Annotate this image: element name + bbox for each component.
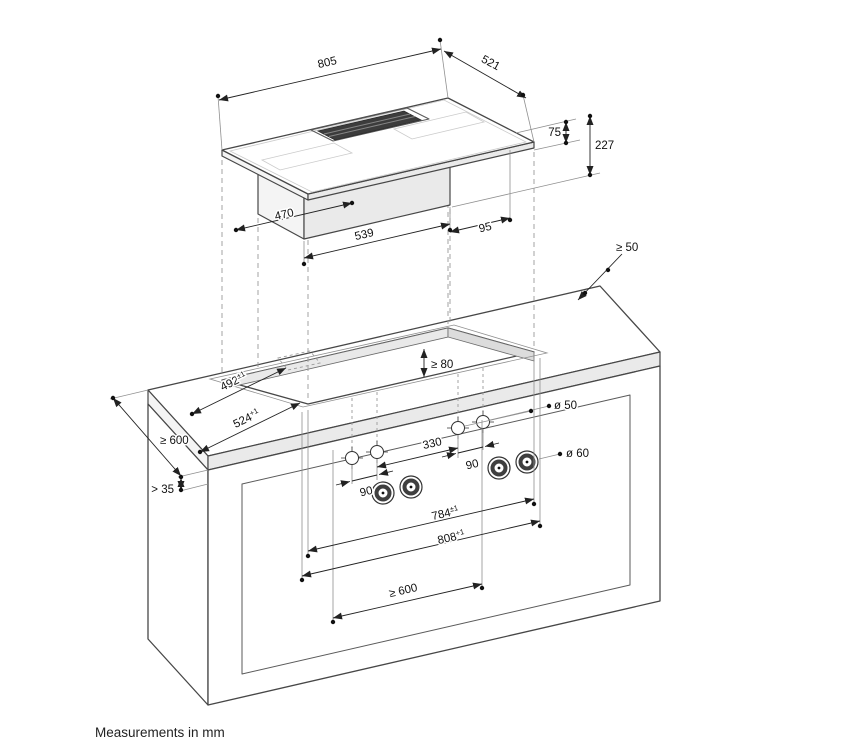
dimension-lines bbox=[112, 47, 623, 620]
ext-height-mid bbox=[533, 139, 581, 151]
ref-dot bbox=[330, 619, 336, 625]
measurements-note: Measurements in mm bbox=[95, 725, 225, 740]
dim-90-left-arrow-b bbox=[378, 468, 394, 476]
ext-hole50-b bbox=[489, 405, 550, 421]
label-95: 95 bbox=[478, 221, 493, 236]
cooking-zone-left bbox=[260, 142, 354, 171]
label-805: 805 bbox=[317, 55, 338, 71]
duct-outline-dashed bbox=[277, 350, 321, 371]
knob-3 bbox=[487, 456, 511, 480]
ref-dot bbox=[520, 92, 526, 98]
dim-90-right bbox=[457, 446, 484, 454]
knob-ring bbox=[518, 453, 536, 471]
ref-dot bbox=[178, 474, 184, 480]
knob-center bbox=[381, 491, 385, 495]
dim-470 bbox=[235, 201, 353, 232]
ext-height-bottom bbox=[451, 172, 601, 208]
ref-dot bbox=[215, 93, 221, 99]
ref-dot bbox=[233, 227, 239, 233]
vent-grille-slat-1 bbox=[323, 113, 411, 135]
hob bbox=[221, 97, 535, 201]
label-90-left: 90 bbox=[359, 485, 374, 500]
label-35: > 35 bbox=[151, 484, 174, 496]
ref-dot bbox=[301, 261, 307, 267]
drill-circle bbox=[451, 421, 465, 435]
dim-90-left bbox=[351, 474, 378, 482]
knob-ring bbox=[490, 459, 508, 477]
label-600-left: ≥ 600 bbox=[160, 435, 189, 447]
dim-524 bbox=[199, 402, 301, 453]
ref-dot bbox=[178, 487, 184, 493]
vent-grille-slat-2 bbox=[328, 116, 416, 137]
label-hole-50: ø 50 bbox=[554, 400, 577, 412]
drill-mark-3 bbox=[447, 417, 469, 439]
ref-dot bbox=[437, 37, 443, 43]
label-75: 75 bbox=[548, 127, 561, 139]
reference-dots bbox=[110, 37, 611, 625]
ref-dot bbox=[197, 449, 203, 455]
label-227: 227 bbox=[595, 140, 614, 152]
ref-dot bbox=[537, 523, 543, 529]
ref-dot bbox=[299, 577, 305, 583]
dim-600-bottom bbox=[332, 582, 483, 620]
ref-dot bbox=[605, 267, 611, 273]
vent-grille-frame bbox=[310, 107, 430, 142]
knob-2 bbox=[399, 475, 423, 499]
knob-ring bbox=[402, 478, 420, 496]
label-539: 539 bbox=[354, 227, 375, 243]
dim-90-right-arrow-a bbox=[441, 452, 457, 460]
ref-dot bbox=[587, 113, 593, 119]
knob-center bbox=[409, 485, 413, 489]
ref-dot bbox=[349, 200, 355, 206]
knob-4 bbox=[515, 450, 539, 474]
dim-330 bbox=[376, 446, 459, 469]
ref-dot bbox=[531, 501, 537, 507]
dim-90-right-arrow-b bbox=[484, 440, 500, 448]
drill-circle bbox=[345, 451, 359, 465]
ref-dot bbox=[305, 553, 311, 559]
label-hole-60: ø 60 bbox=[566, 448, 589, 460]
cabinet bbox=[147, 285, 661, 706]
label-90-right: 90 bbox=[465, 458, 480, 473]
dim-600-left bbox=[112, 397, 182, 477]
drill-circle bbox=[370, 445, 384, 459]
ref-dot bbox=[507, 217, 513, 223]
ref-dot bbox=[479, 585, 485, 591]
ref-dot bbox=[582, 290, 588, 296]
label-80-inner: ≥ 80 bbox=[431, 359, 453, 371]
ref-dot bbox=[557, 451, 563, 457]
label-521: 521 bbox=[479, 54, 502, 74]
dim-95 bbox=[449, 216, 511, 234]
dim-521 bbox=[443, 50, 527, 99]
ref-dot bbox=[587, 172, 593, 178]
dim-90-left-arrow-a bbox=[335, 480, 351, 488]
dim-808 bbox=[301, 519, 541, 578]
ext-35-lower bbox=[179, 483, 209, 492]
control-knobs bbox=[371, 450, 539, 505]
ref-dot bbox=[546, 403, 552, 409]
label-50-back: ≥ 50 bbox=[616, 242, 638, 254]
label-808: 808+1 bbox=[436, 527, 466, 547]
ext-805-back bbox=[439, 39, 449, 99]
ref-dot bbox=[528, 408, 534, 414]
ref-dot bbox=[563, 140, 569, 146]
ext-600L-back bbox=[109, 389, 149, 400]
ref-dot bbox=[110, 395, 116, 401]
ext-805-left bbox=[217, 95, 223, 151]
hob-inner-rim bbox=[228, 99, 528, 193]
knob-center bbox=[497, 466, 501, 470]
dim-805 bbox=[218, 47, 442, 102]
ref-dot bbox=[563, 119, 569, 125]
door-panel-outline bbox=[241, 394, 631, 675]
ext-hole60 bbox=[538, 453, 561, 460]
ref-dot bbox=[189, 411, 195, 417]
cooking-zone-right bbox=[392, 111, 486, 140]
dim-539 bbox=[303, 222, 451, 260]
knob-1 bbox=[371, 481, 395, 505]
ext-600L-front bbox=[177, 469, 209, 478]
ref-dot bbox=[447, 227, 453, 233]
knob-center bbox=[525, 460, 529, 464]
ext-521-right bbox=[522, 94, 535, 143]
